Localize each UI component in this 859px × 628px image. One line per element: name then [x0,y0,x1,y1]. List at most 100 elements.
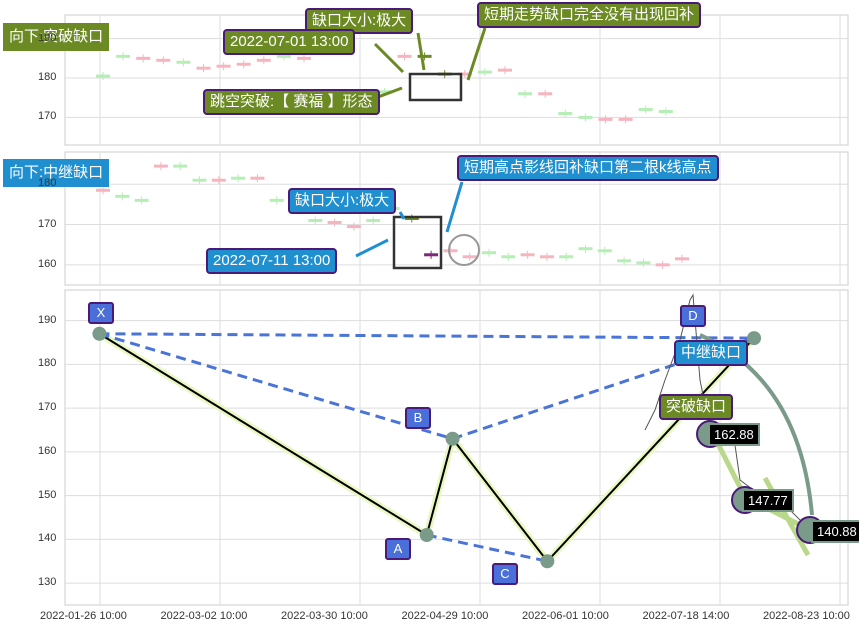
gap-note-label-2: 短期高点影线回补缺口第二根k线高点 [457,155,719,181]
y-tick: 170 [38,401,57,414]
candle [156,58,171,62]
candle [477,70,492,74]
pivot-marker [747,331,762,346]
candle [618,117,633,121]
target-3: 140.88 [811,520,859,543]
candle [417,54,432,58]
y-tick: 130 [38,576,57,589]
x-tick: 2022-07-18 14:00 [642,610,730,622]
candle [598,117,613,121]
candle [96,188,110,192]
pivot-marker [445,431,460,446]
candle [578,247,593,251]
candle [404,217,419,220]
gap-note-label: 短期走势缺口完全没有出现回补 [477,2,702,28]
candle [658,110,673,114]
candle [558,111,573,115]
point-d: D [680,305,706,327]
annotation-arrow [466,27,487,81]
annotation-arrow [416,32,426,71]
y-tick: 190 [38,313,57,326]
candle [377,90,392,94]
candle [675,257,689,261]
annotation-arrow [373,42,405,74]
panel-frame [64,151,849,286]
candle [538,92,553,96]
candle [231,176,246,180]
candle [638,108,653,112]
pattern-label: 跳空突破:【 赛福 】形态 [203,89,380,115]
relay-gap-label: 中继缺口 [674,340,749,366]
candle [297,56,311,60]
candle [134,198,149,202]
candle [559,255,574,259]
candle [173,164,188,168]
y-tick: 150 [38,488,57,501]
dashed-leg [99,332,454,441]
candle [501,255,516,259]
candle [443,249,458,253]
candle [597,249,612,253]
candle [346,225,361,229]
x-tick: 2022-04-29 10:00 [401,610,489,622]
y-tick: 140 [38,532,57,545]
x-tick: 2022-03-30 10:00 [281,610,368,622]
candle [539,255,554,259]
candle [276,54,291,58]
pivot-marker [92,326,107,341]
gap-box [408,72,463,102]
candle [462,255,477,259]
dashed-leg [426,533,548,563]
candle [236,62,251,66]
candle [269,198,284,202]
y-tick: 180 [38,71,57,84]
candle [482,251,496,255]
candle [196,66,211,70]
candle [424,253,439,257]
candle [256,58,271,62]
point-a: A [385,538,411,560]
pivot-marker [540,554,555,569]
annotation-arrow [398,211,406,220]
candle [397,54,412,58]
xabcd-halo [97,330,757,567]
candle [617,259,632,263]
target-2: 147.77 [742,489,794,512]
y-tick: 180 [38,357,57,370]
candle [116,54,131,58]
candle [192,178,207,182]
y-tick: 170 [38,217,57,230]
candle [176,60,191,64]
annotation-arrow [445,181,464,233]
gap-size-label-2: 缺口大小:极大 [288,188,397,214]
candle [327,221,342,225]
candle [153,164,168,168]
candle [520,253,535,257]
candle [655,263,670,267]
panel-frame [64,289,849,606]
x-tick: 2022-03-02 10:00 [160,610,248,622]
y-tick: 170 [38,110,57,123]
y-tick: 180 [38,177,57,190]
point-b: B [405,407,431,429]
x-tick: 2022-06-01 10:00 [522,610,609,622]
candle [115,194,130,198]
candle [366,219,381,223]
highlight-circle [448,234,480,266]
point-c: C [492,563,518,585]
candle [578,115,593,119]
gap-box [392,215,443,270]
candle [518,92,533,96]
candle [308,219,323,223]
panel-frame [64,14,849,146]
candle [136,56,151,60]
candle [211,178,226,182]
point-x: X [88,302,114,324]
pivot-marker [419,528,434,542]
panel2-title: 向下:中继缺口 [3,159,110,187]
target-1: 162.88 [708,423,760,446]
x-tick: 2022-01-26 10:00 [40,610,127,622]
candle [457,72,472,76]
gap-time-label: 2022-07-01 13:00 [223,29,356,55]
